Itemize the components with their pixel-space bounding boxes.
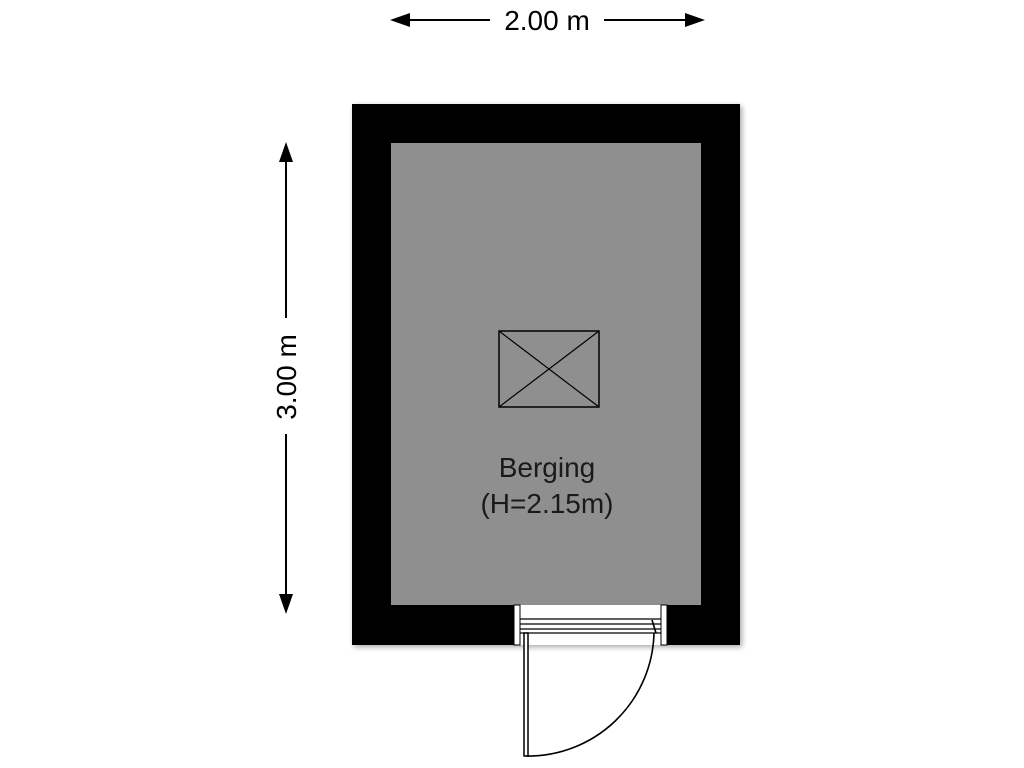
width-dimension: 2.00 m: [390, 5, 705, 36]
arrow-right-icon: [685, 13, 705, 27]
door-frame-right: [660, 604, 668, 646]
hatch-icon: [498, 330, 600, 408]
door-leaf: [523, 632, 529, 757]
arrow-up-icon: [279, 142, 293, 162]
room-height-note: (H=2.15m): [480, 488, 613, 519]
door-swing-icon: [523, 619, 657, 757]
arrow-left-icon: [390, 13, 410, 27]
door-stop: [651, 619, 657, 634]
door-swing-arc: [525, 632, 655, 757]
height-dimension-label: 3.00 m: [271, 334, 302, 420]
room-floor: [391, 143, 701, 605]
door-opening: [513, 604, 668, 646]
room-name: Berging: [499, 452, 596, 483]
door-gap: [514, 605, 667, 645]
height-dimension: 3.00 m: [271, 142, 302, 614]
door-frame-left: [513, 604, 521, 646]
arrow-down-icon: [279, 594, 293, 614]
width-dimension-label: 2.00 m: [504, 5, 590, 36]
